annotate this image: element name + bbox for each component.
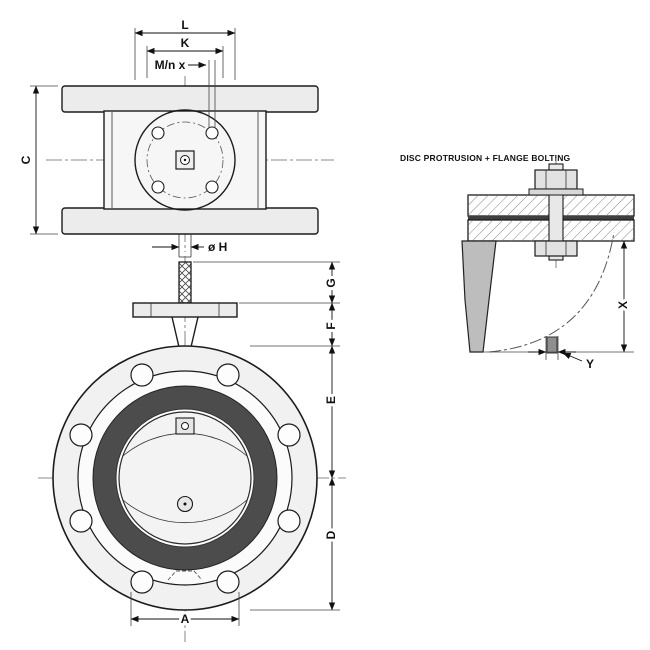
bolt-hole <box>151 126 165 140</box>
dim-L: L <box>134 18 236 80</box>
bottom-liner-detail <box>167 570 203 581</box>
dim-label-L: L <box>181 18 188 32</box>
bolt-circle <box>146 121 224 199</box>
front-view <box>38 256 346 642</box>
disc-bottom-hub-center <box>183 502 187 506</box>
stem-section <box>178 261 192 304</box>
flange-bolt-hole <box>277 423 301 447</box>
side-view <box>46 76 334 258</box>
flange-bolt-hole <box>69 509 93 533</box>
center-point <box>183 158 187 162</box>
disc-tip-section <box>546 336 558 354</box>
dim-C: C <box>19 85 58 235</box>
bolt-hole <box>205 126 219 140</box>
front-view-dimensions: G F E D A <box>130 261 341 629</box>
dim-label-H: ø H <box>208 240 227 254</box>
actuator-mounting-flange <box>132 302 238 318</box>
detail-view: DISC PROTRUSION + FLANGE BOLTING X <box>400 153 635 371</box>
disc-swing-arc <box>488 231 615 353</box>
mounting-face-circle <box>134 109 236 211</box>
neck-line-left <box>171 316 180 348</box>
flange-bolt-hole <box>130 363 154 387</box>
flange-bolt-hole <box>277 509 301 533</box>
valve-body-wall-section <box>461 240 497 353</box>
bolt-hole <box>151 180 165 194</box>
dim-label-Mnx: M/n x <box>155 58 186 72</box>
disc-edge-lower-arc <box>122 499 248 524</box>
upper-flange-plate <box>61 85 319 113</box>
dim-label-G: G <box>324 278 338 287</box>
dim-label-F: F <box>324 322 338 329</box>
dim-label-X: X <box>616 301 630 309</box>
dim-K: K <box>146 36 224 78</box>
dim-label-K: K <box>181 36 190 50</box>
flange-bolt-hole <box>69 423 93 447</box>
top-nut <box>534 169 578 190</box>
detail-title: DISC PROTRUSION + FLANGE BOLTING <box>400 153 571 163</box>
neck-line-right <box>190 316 199 348</box>
valve-disc <box>118 411 252 545</box>
flange-bolt-hole <box>216 570 240 594</box>
washer <box>528 188 584 196</box>
dim-bolt-spec: M/n x <box>155 58 216 128</box>
dim-stem-diameter: ø H <box>152 240 227 254</box>
dim-label-Y: Y <box>586 357 594 371</box>
disc-top-hub-hole <box>181 422 189 430</box>
bolt-hole <box>205 180 219 194</box>
dim-label-D: D <box>324 530 338 539</box>
bottom-nut <box>534 240 578 257</box>
flange-bolt-hole <box>216 363 240 387</box>
dim-label-C: C <box>19 155 33 164</box>
dim-label-E: E <box>324 396 338 404</box>
flange-bolt-hole <box>130 570 154 594</box>
leader-line <box>562 352 583 362</box>
dim-label-A: A <box>181 612 190 626</box>
lower-flange-plate <box>61 207 319 235</box>
